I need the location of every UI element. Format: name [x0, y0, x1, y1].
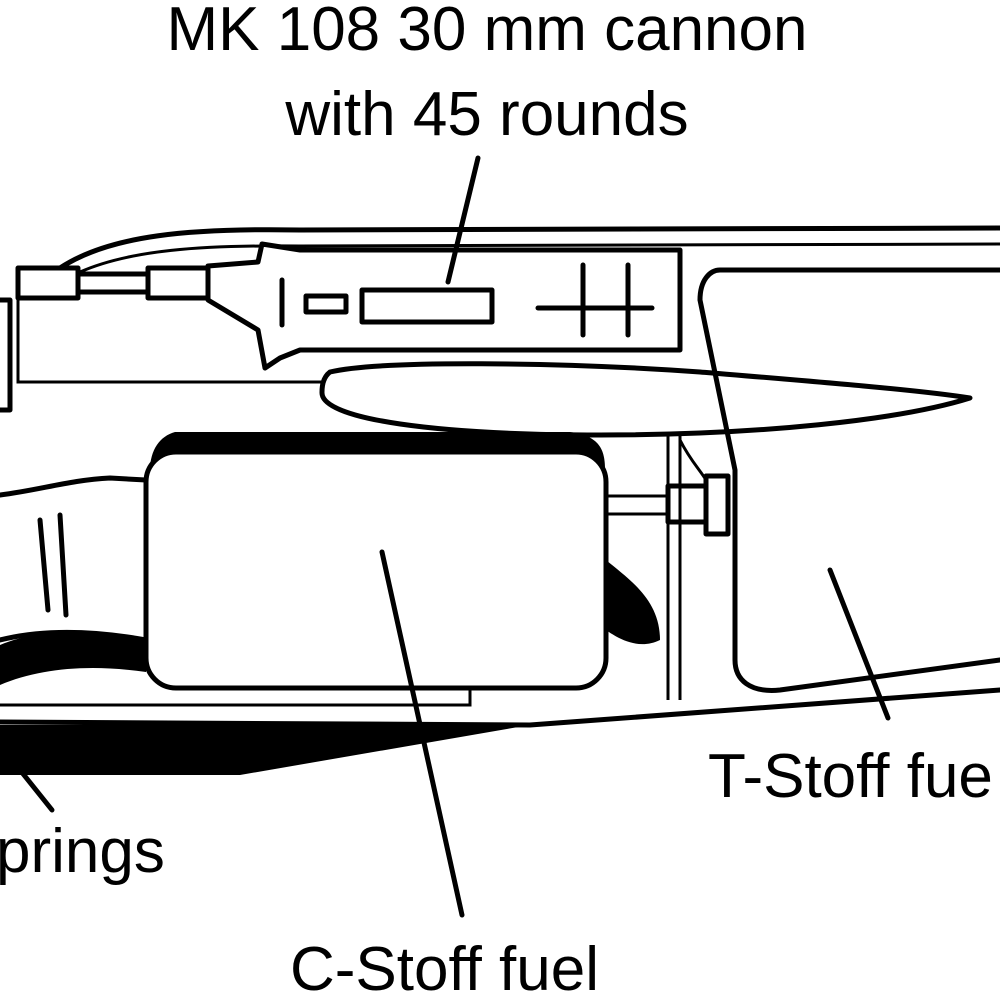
label-c-stoff: C-Stoff fuel	[290, 935, 599, 1000]
leader-t-stoff	[827, 567, 891, 721]
leader-cannon	[445, 155, 481, 285]
lower-fuselage	[0, 687, 1000, 728]
engine-duct	[0, 475, 149, 643]
mk108-cannon	[15, 241, 683, 371]
label-t-stoff: T-Stoff fue	[708, 742, 993, 811]
label-cannon-line2: with 45 rounds	[284, 80, 688, 149]
t-stoff-tank	[697, 267, 1000, 693]
landing-skid	[0, 725, 530, 775]
wing-airfoil	[319, 361, 973, 438]
fuselage-upper-contour	[57, 225, 1000, 271]
leader-springs	[17, 767, 55, 813]
c-stoff-tank	[143, 449, 609, 691]
gun-bay-outline	[16, 298, 330, 384]
leader-c-stoff	[379, 549, 465, 918]
label-springs: prings	[0, 817, 165, 886]
label-cannon-line1: MK 108 30 mm cannon	[166, 0, 807, 64]
